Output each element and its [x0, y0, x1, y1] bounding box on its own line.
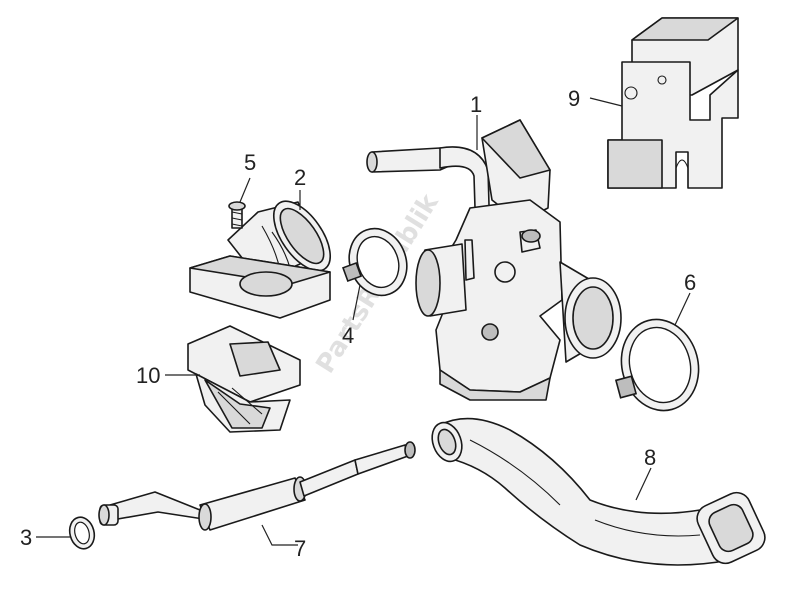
- callout-10: 10: [136, 363, 160, 388]
- part-2-intake-manifold: [227, 200, 331, 273]
- part-4-clamp: [342, 227, 408, 297]
- part-7-fuel-line: [98, 441, 416, 531]
- callout-6: 6: [684, 270, 696, 295]
- part-10-reed-valve: [187, 325, 301, 433]
- part-6-clamp: [614, 318, 700, 412]
- part-9-bracket: [607, 17, 739, 189]
- callout-5: 5: [244, 150, 256, 175]
- callout-3: 3: [20, 525, 32, 550]
- callout-8: 8: [644, 445, 656, 470]
- part-5-bolt: [228, 201, 246, 229]
- callout-7: 7: [294, 536, 306, 561]
- part-1-carburetor: [366, 119, 622, 401]
- callout-2: 2: [294, 165, 306, 190]
- leader-lines: [36, 97, 691, 546]
- callout-labels: 1 2 3 4 5 6 7 8 9 10: [20, 86, 696, 561]
- manifold-flange: [189, 255, 331, 319]
- part-3-small-clamp: [68, 516, 96, 550]
- part-8-air-duct: [431, 417, 766, 566]
- callout-1: 1: [470, 92, 482, 117]
- callout-4: 4: [342, 323, 354, 348]
- callout-9: 9: [568, 86, 580, 111]
